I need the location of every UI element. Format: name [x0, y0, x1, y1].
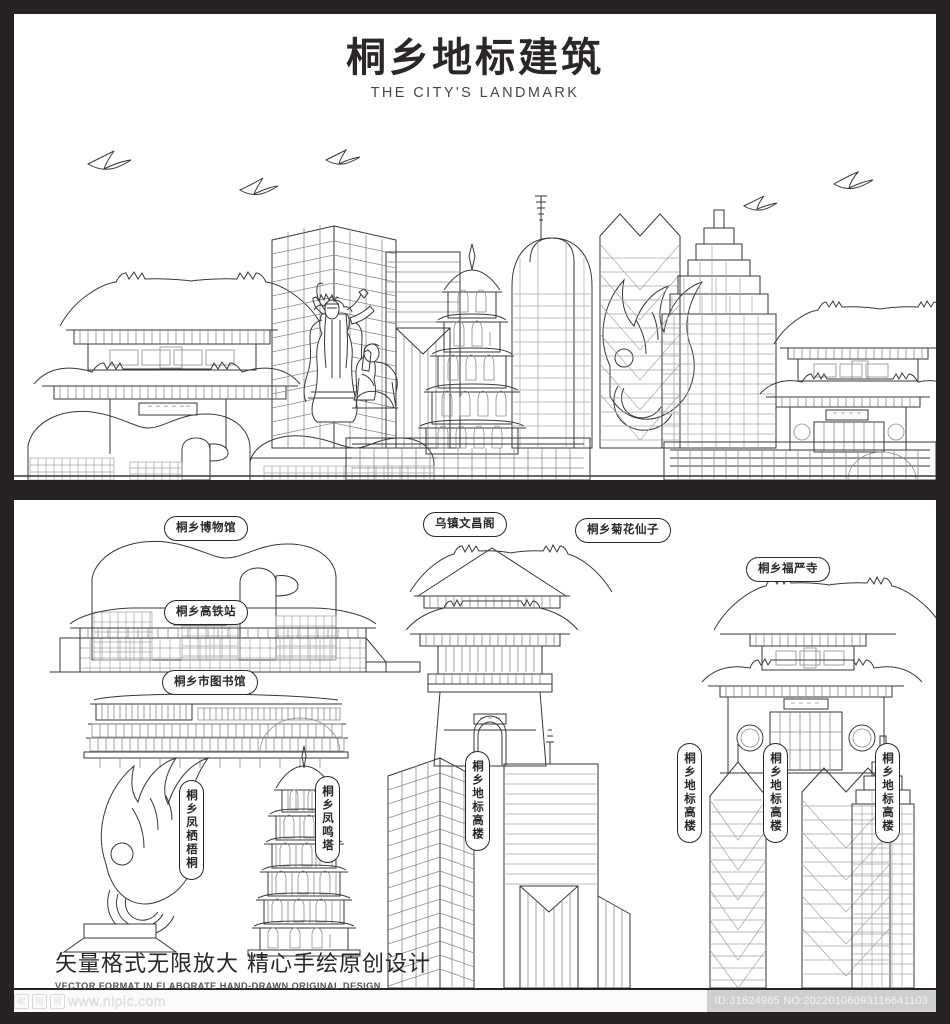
watermark-url: www.nipic.com [68, 993, 166, 1009]
watermark-char-3: 网 [50, 993, 65, 1009]
pagoda-skyline [418, 244, 526, 454]
curved-glass-tower [512, 238, 592, 448]
poster-header: 桐乡地标建筑 THE CITY'S LANDMARK [14, 36, 936, 102]
tower-2-detail [504, 764, 630, 988]
page-title: 桐乡地标建筑 [346, 35, 604, 81]
chrysanthemum-fairy-statue [304, 283, 398, 422]
watermark-char-2: 图 [32, 993, 47, 1009]
fuyan-temple-detail [702, 577, 936, 773]
caption-en: VECTOR FORMAT IN ELABORATE HAND-DRAWN OR… [55, 981, 381, 991]
antenna-spire [535, 196, 547, 240]
caption-cn: 矢量格式无限放大 精心手绘原创设计 [55, 952, 431, 977]
watermark-char-1: 昵 [14, 993, 29, 1009]
temple-left [34, 272, 322, 454]
label-tower-4[interactable]: 桐乡地标高楼 [875, 743, 900, 843]
bird-icon [324, 148, 361, 165]
skyline-illustration [14, 148, 936, 480]
landmark-catalog-illustration [14, 500, 936, 988]
pagoda-detail [248, 746, 360, 956]
stepped-skyscraper [662, 210, 776, 448]
temple-right [760, 301, 936, 452]
tower-spire-icon [546, 730, 554, 764]
label-wenchangge[interactable]: 乌镇文昌阁 [423, 512, 507, 537]
watermark: 昵 图 网 www.nipic.com [14, 990, 166, 1012]
footer-bar [14, 990, 936, 1012]
chevron-tower [600, 214, 680, 448]
temple-signboard [139, 403, 197, 415]
label-chrysanthemum-fairy[interactable]: 桐乡菊花仙子 [575, 518, 671, 543]
bird-icon [742, 195, 778, 211]
library-detail [84, 694, 348, 768]
bird-icon [238, 177, 279, 196]
page-subtitle: THE CITY'S LANDMARK [370, 85, 580, 101]
image-id-badge: ID:31624985 NO:20220106093116641103 [706, 990, 936, 1012]
label-pagoda[interactable]: 桐乡凤鸣塔 [315, 776, 340, 863]
bird-icon [832, 170, 874, 190]
tower-3-detail [710, 744, 766, 988]
caption-block: 矢量格式无限放大 精心手绘原创设计 VECTOR FORMAT IN ELABO… [55, 952, 431, 992]
label-tower-3[interactable]: 桐乡地标高楼 [763, 743, 788, 843]
right-temple-signboard [826, 410, 868, 420]
label-phoenix[interactable]: 桐乡凤栖梧桐 [179, 780, 204, 880]
skyline-panel: 桐乡地标建筑 THE CITY'S LANDMARK [14, 14, 936, 480]
label-fuyan-temple[interactable]: 桐乡福严寺 [746, 557, 830, 582]
label-tower-1[interactable]: 桐乡地标高楼 [465, 751, 490, 851]
landmark-catalog-panel: 桐乡博物馆 桐乡高铁站 桐乡市图书馆 乌镇文昌阁 桐乡菊花仙子 桐乡福严寺 桐乡… [14, 500, 936, 988]
label-rail-station[interactable]: 桐乡高铁站 [164, 600, 248, 625]
label-library[interactable]: 桐乡市图书馆 [162, 670, 258, 695]
tower-1-detail [388, 758, 474, 988]
phoenix-sculpture-skyline [603, 280, 702, 430]
bird-icon [86, 150, 132, 170]
phoenix-sculpture-detail [64, 758, 208, 952]
label-museum[interactable]: 桐乡博物馆 [164, 516, 248, 541]
label-tower-2[interactable]: 桐乡地标高楼 [677, 743, 702, 843]
skyline-podium [14, 438, 936, 480]
wenchangge-detail [406, 545, 612, 766]
museum-building [28, 411, 438, 480]
tower-block-b [386, 252, 460, 448]
